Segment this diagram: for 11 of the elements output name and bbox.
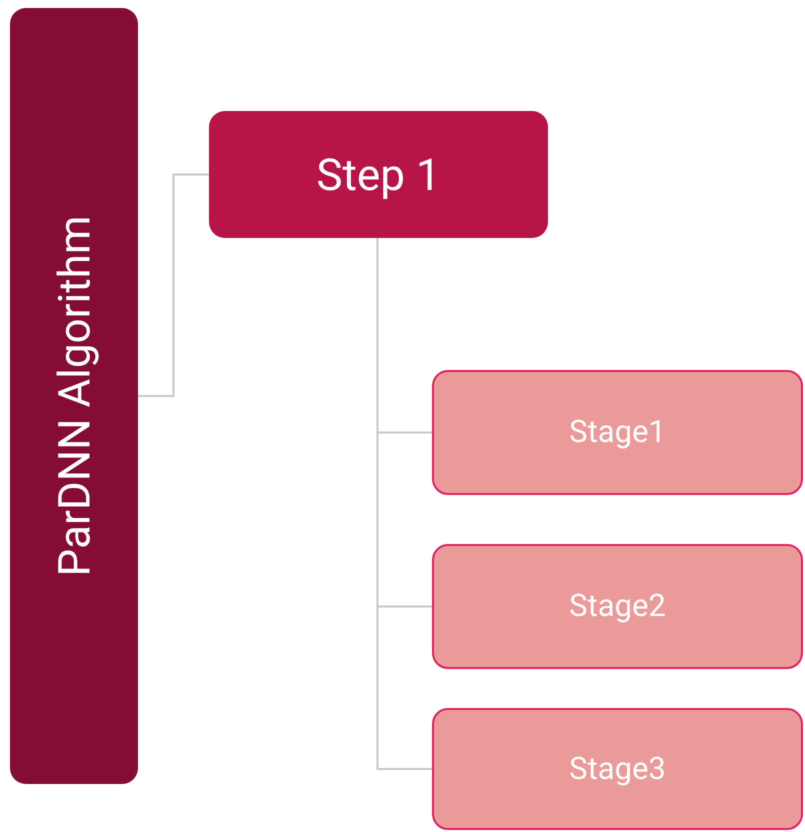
node-label: Stage1 [569, 412, 666, 452]
stage-box [432, 708, 803, 830]
connector-line [138, 174, 209, 397]
node-label: Stage3 [569, 748, 666, 789]
stage-box [432, 370, 803, 495]
step-box [209, 111, 548, 238]
title-bar [10, 8, 138, 784]
stage-box [432, 544, 803, 669]
node-label: ParDNN Algorithm [47, 216, 101, 576]
node-label: Stage2 [569, 586, 666, 626]
node-label: Step 1 [316, 148, 441, 202]
